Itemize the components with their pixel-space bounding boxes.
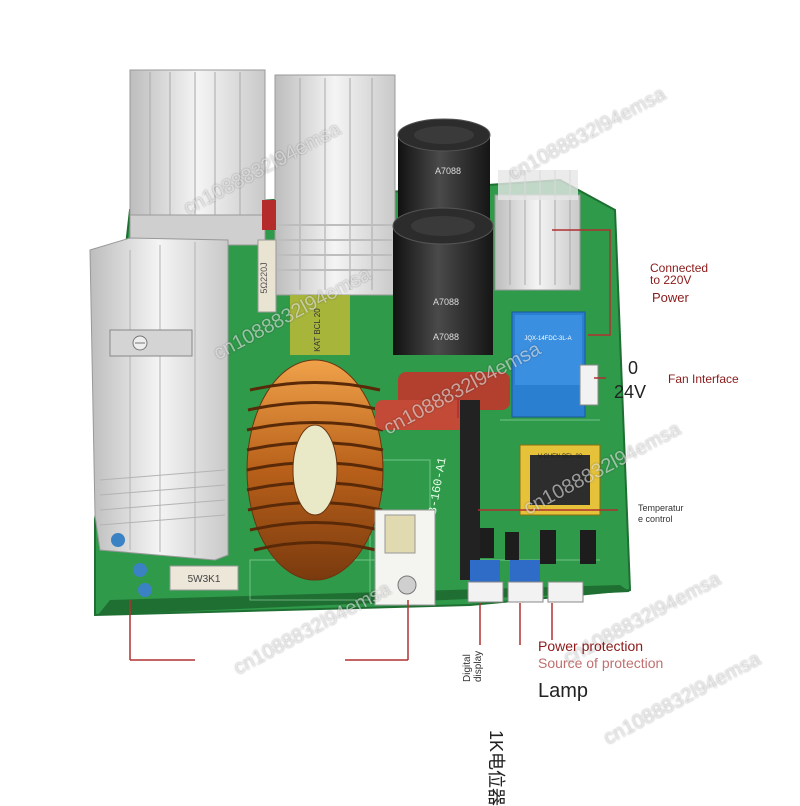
small-capacitors: [480, 528, 596, 564]
heatsink-right: [494, 170, 581, 291]
resistor-bottom-label: 5W3K1: [188, 574, 221, 585]
power-protection-label: Power protection: [538, 638, 644, 654]
potentiometer-1: [470, 560, 500, 582]
temperature-control-label: Temperatur e control: [638, 503, 684, 524]
zero-label: 0: [628, 358, 639, 378]
small-transformer: V-CHEN BEL-32: [519, 444, 601, 516]
resistor-vertical-label: 5Ω220J: [259, 262, 269, 293]
toroid-inductor: [246, 359, 384, 581]
resistor-vertical: [257, 239, 277, 313]
capacitor-bottom-label-2: A7088: [433, 332, 459, 342]
heatsink-top-left: [129, 69, 266, 246]
1k-potentiometer-label: 1K电位器: [486, 730, 506, 806]
connector-digital-display: [467, 581, 504, 603]
relay-label: JQX-14FDC-3L-A: [524, 336, 571, 342]
heatsink-top-middle: [274, 74, 396, 296]
capacitor-top-label: A7088: [435, 166, 461, 176]
power-label: Power: [652, 290, 689, 305]
connected-to-220v-label: Connected to 220V: [650, 261, 709, 287]
film-capacitor-2: [375, 400, 465, 430]
connector-lamp: [547, 581, 584, 603]
connector-fan: [579, 364, 599, 406]
heatsink-left-large: [89, 237, 229, 561]
lamp-label: Lamp: [538, 680, 589, 702]
transformer-label: V-CHEN BEL-32: [538, 454, 583, 460]
connector-potentiometer: [507, 581, 544, 603]
resistor-bottom: [169, 565, 239, 591]
fan-interface-label: Fan Interface: [668, 372, 739, 386]
electrolytic-capacitor-bottom: A7088 A7088: [392, 207, 494, 355]
mid-capacitor-label: KAT BCL 20: [313, 308, 322, 352]
potentiometer-2: [510, 560, 540, 582]
capacitor-bottom-label-1: A7088: [433, 297, 459, 307]
mounting-bracket: [374, 509, 436, 606]
power-callout-line: [552, 229, 611, 336]
annotation-lines: [129, 229, 618, 661]
source-of-protection-label: Source of protection: [538, 655, 664, 671]
digital-display-label: Digital display: [462, 650, 484, 682]
24v-label: 24V: [614, 382, 647, 402]
